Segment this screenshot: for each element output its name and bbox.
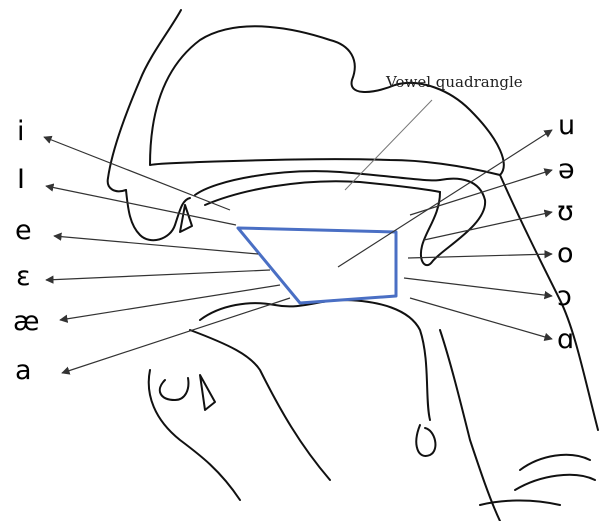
epiglottis bbox=[416, 425, 435, 456]
pointer-o bbox=[408, 254, 552, 258]
pointer-e bbox=[54, 236, 258, 254]
pointer-epsilon bbox=[46, 270, 270, 280]
vowel-right-3: ʊ bbox=[557, 198, 574, 225]
larynx-1 bbox=[520, 455, 590, 470]
vowel-left-3: e bbox=[15, 217, 32, 244]
vowel-right-5: ɔ bbox=[557, 283, 572, 310]
chin bbox=[149, 370, 240, 500]
palate-lower bbox=[205, 181, 440, 205]
vowel-left-5: æ bbox=[13, 308, 40, 335]
pointer-u bbox=[338, 130, 552, 267]
vowel-quadrangle bbox=[238, 228, 396, 303]
vowel-left-4: ɛ bbox=[16, 263, 31, 290]
tongue bbox=[200, 300, 430, 420]
diagram-title: Vowel quadrangle bbox=[386, 73, 523, 91]
larynx-2 bbox=[515, 475, 595, 490]
hard-palate bbox=[195, 171, 440, 195]
vowel-right-2: ə bbox=[558, 156, 575, 183]
pointer-open-o bbox=[404, 278, 552, 296]
pointer-upsilon bbox=[424, 212, 552, 240]
vowel-right-1: u bbox=[558, 112, 575, 139]
vowel-left-1: i bbox=[17, 118, 25, 145]
pointer-alpha bbox=[410, 298, 552, 339]
right-pointers bbox=[338, 130, 552, 339]
velum bbox=[421, 179, 485, 266]
lower-lip bbox=[160, 378, 189, 400]
nasal-cavity bbox=[150, 26, 504, 175]
pointer-i bbox=[44, 137, 230, 210]
pointer-I bbox=[46, 186, 236, 225]
pharynx-front bbox=[440, 330, 500, 521]
left-pointers bbox=[44, 137, 290, 373]
vowel-right-4: o bbox=[557, 240, 574, 267]
vowel-right-6: ɑ bbox=[557, 326, 574, 353]
pointer-schwa bbox=[410, 170, 552, 215]
head-outline bbox=[108, 10, 598, 521]
lower-teeth bbox=[200, 375, 215, 410]
vowel-left-6: a bbox=[15, 357, 32, 384]
upper-teeth bbox=[180, 205, 192, 232]
vowel-left-2: I bbox=[17, 166, 25, 193]
pointer-a bbox=[62, 298, 290, 373]
